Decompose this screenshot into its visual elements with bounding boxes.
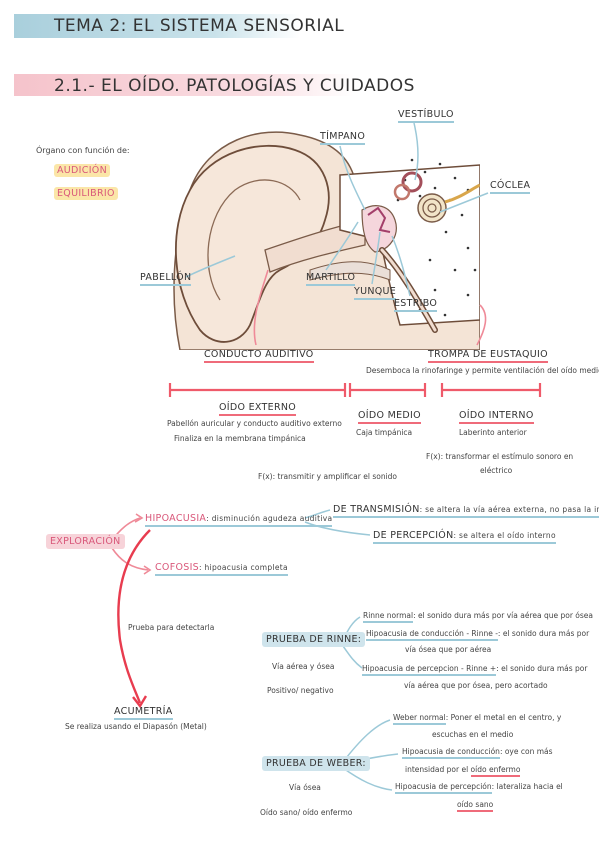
rinne-conduccion-desc1: : el sonido dura más por [497, 629, 590, 638]
weber-conduccion-desc2b: oído enfermo [470, 765, 521, 777]
weber-percepcion-2: oído sano [457, 800, 494, 812]
percepcion-desc: : se altera el oído interno [453, 531, 556, 540]
semicircular-canal [393, 183, 411, 201]
audicion-text: AUDICIÓN [54, 164, 110, 177]
trompa-description: Desemboca la rinofaringe y permite venti… [366, 366, 599, 375]
function-audicion: AUDICIÓN [54, 164, 110, 177]
label-estribo: ESTRIBO [394, 298, 438, 312]
transmision-desc: : se altera la vía aérea externa, no pas… [419, 505, 599, 514]
weber-conduccion-desc2a: intensidad por el [405, 765, 471, 774]
rinne-percepcion-title: Hipoacusia de percepcion - Rinne + [362, 664, 497, 676]
oido-interno-title: OÍDO INTERNO [459, 410, 534, 424]
organ-intro: Órgano con función de: [36, 146, 130, 155]
middle-ear-cavity [361, 205, 397, 253]
ossicles [367, 206, 391, 233]
rinne-percepcion-2: vía aérea que por ósea, pero acortado [404, 681, 548, 690]
rinne-normal-title: Rinne normal [363, 611, 414, 623]
rinne-conduccion-title: Hipoacusia de conducción - Rinne - [366, 629, 498, 641]
title-highlight [14, 14, 300, 38]
weber-title: PRUEBA DE WEBER: [262, 756, 370, 771]
rinne-sub1: Vía aérea y ósea [272, 662, 335, 671]
oido-interno-line1: Laberinto anterior [459, 428, 527, 437]
weber-normal-2: escuchas en el medio [432, 730, 514, 739]
weber-sub1: Vía ósea [289, 783, 321, 792]
weber-conduccion: Hipoacusia de conducción: oye con más [402, 747, 553, 759]
acumetria-desc: Se realiza usando el Diapasón (Metal) [65, 722, 207, 731]
label-timpano: TÍMPANO [320, 131, 366, 145]
weber-conduccion-2: intensidad por el oído enfermo [405, 765, 521, 777]
ear-anatomy-illustration [173, 131, 480, 350]
weber-normal-desc1: : Poner el metal en el centro, y [445, 713, 562, 722]
weber-sub2: Oído sano/ oído enfermo [260, 808, 353, 817]
label-coclea: CÓCLEA [490, 180, 531, 194]
oido-medio-fx: F(x): transmitir y amplificar el sonido [258, 472, 398, 481]
label-pabellon: PABELLÓN [140, 272, 192, 286]
equilibrio-text: EQUILIBRIO [54, 187, 118, 200]
page-title: TEMA 2: EL SISTEMA SENSORIAL [54, 16, 344, 36]
label-vestibulo: VESTÍBULO [398, 109, 454, 123]
weber-percepcion-desc2: oído sano [457, 800, 494, 812]
prueba-detectarla: Prueba para detectarla [128, 623, 215, 632]
oido-medio-title: OÍDO MEDIO [358, 410, 421, 424]
percepcion-title-text: DE PERCEPCIÓN [373, 530, 454, 541]
rinne-conduccion-2: vía ósea que por aérea [405, 645, 492, 654]
function-equilibrio: EQUILIBRIO [54, 187, 118, 200]
exploracion-text: EXPLORACIÓN [46, 534, 125, 549]
rinne-percepcion: Hipoacusia de percepcion - Rinne +: el s… [362, 664, 588, 676]
rinne-sub2: Positivo/ negativo [267, 686, 334, 695]
rinne-title-text: PRUEBA DE RINNE: [262, 632, 366, 647]
rinne-normal-desc: : el sonido dura más por vía aérea que p… [413, 611, 594, 620]
section-highlight [14, 74, 354, 96]
cochlea [417, 193, 447, 223]
label-conducto-auditivo: CONDUCTO AUDITIVO [204, 349, 314, 363]
oido-externo-line1: Pabellón auricular y conducto auditivo e… [167, 419, 342, 428]
title-rest: EL SISTEMA SENSORIAL [126, 16, 345, 36]
rinne-percepcion-desc1: : el sonido dura más por [496, 664, 588, 673]
weber-normal-title: Weber normal [393, 713, 446, 725]
auditory-nerve [444, 183, 480, 204]
weber-normal: Weber normal: Poner el metal en el centr… [393, 713, 562, 725]
percepcion-title: DE PERCEPCIÓN: se altera el oído interno [373, 530, 556, 544]
title-prefix: TEMA 2: [54, 16, 127, 36]
label-yunque: YUNQUE [354, 286, 397, 300]
oido-interno-fx1: F(x): transformar el estímulo sonoro en [426, 452, 574, 461]
acumetria-title: ACUMETRÍA [114, 706, 173, 720]
oido-externo-line2: Finaliza en la membrana timpánica [174, 434, 306, 443]
cofosis-title: COFOSIS: hipoacusia completa [155, 562, 288, 576]
label-martillo: MARTILLO [306, 272, 356, 286]
exploracion-label: EXPLORACIÓN [46, 534, 125, 549]
rinne-conduccion: Hipoacusia de conducción - Rinne -: el s… [366, 629, 590, 641]
weber-percepcion-title: Hipoacusia de percepción [395, 782, 492, 794]
section-title: 2.1.- EL OÍDO. PATOLOGÍAS Y CUIDADOS [54, 76, 415, 96]
hipoacusia-title-text: HIPOACUSIA [145, 513, 207, 524]
weber-percepcion-desc1: : lateraliza hacia el [491, 782, 563, 791]
ear-fold [207, 179, 301, 301]
oido-medio-line1: Caja timpánica [356, 428, 413, 437]
cofosis-title-text: COFOSIS [155, 562, 200, 573]
hipoacusia-title: HIPOACUSIA: disminución agudeza auditiva [145, 513, 333, 527]
lower-plate [309, 261, 391, 281]
hipoacusia-desc: : disminución agudeza auditiva [206, 514, 333, 523]
rinne-title: PRUEBA DE RINNE: [262, 632, 366, 647]
weber-title-text: PRUEBA DE WEBER: [262, 756, 370, 771]
weber-percepcion: Hipoacusia de percepción: lateraliza hac… [395, 782, 563, 794]
outer-ear [175, 144, 330, 343]
transmision-title: DE TRANSMISIÓN: se altera la vía aérea e… [333, 504, 599, 518]
oido-interno-fx2: eléctrico [480, 466, 513, 475]
weber-conduccion-title: Hipoacusia de conducción [402, 747, 500, 759]
oido-externo-title: OÍDO EXTERNO [219, 402, 297, 416]
vestibule [401, 171, 423, 193]
cofosis-desc: : hipoacusia completa [199, 563, 288, 572]
weber-conduccion-desc1: : oye con más [499, 747, 553, 756]
label-trompa: TROMPA DE EUSTAQUIO [428, 349, 548, 363]
transmision-title-text: DE TRANSMISIÓN [333, 504, 420, 515]
rinne-normal: Rinne normal: el sonido dura más por vía… [363, 611, 594, 623]
